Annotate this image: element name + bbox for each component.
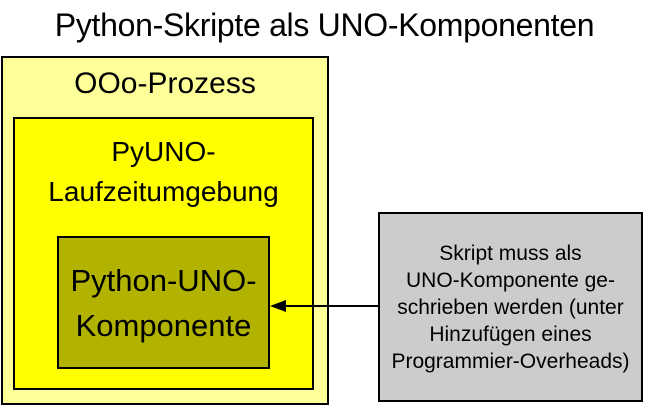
- arrow-head-left-icon: [270, 300, 286, 312]
- box-python-uno-component: Python-UNO- Komponente: [57, 236, 270, 369]
- box-pyuno-runtime-label: PyUNO- Laufzeitumgebung: [48, 136, 279, 207]
- box-pyuno-runtime: PyUNO- Laufzeitumgebung Python-UNO- Komp…: [13, 117, 314, 390]
- annotation-box: Skript muss als UNO-Komponente ge- schri…: [378, 212, 643, 402]
- box-python-uno-component-label: Python-UNO- Komponente: [70, 262, 257, 343]
- diagram-title: Python-Skripte als UNO-Komponenten: [54, 7, 595, 43]
- arrow-connector-line: [284, 305, 378, 307]
- box-ooo-process-label: OOo-Prozess: [74, 67, 256, 100]
- annotation-text: Skript muss als UNO-Komponente ge- schri…: [391, 241, 630, 373]
- box-ooo-process: OOo-Prozess PyUNO- Laufzeitumgebung Pyth…: [1, 56, 329, 405]
